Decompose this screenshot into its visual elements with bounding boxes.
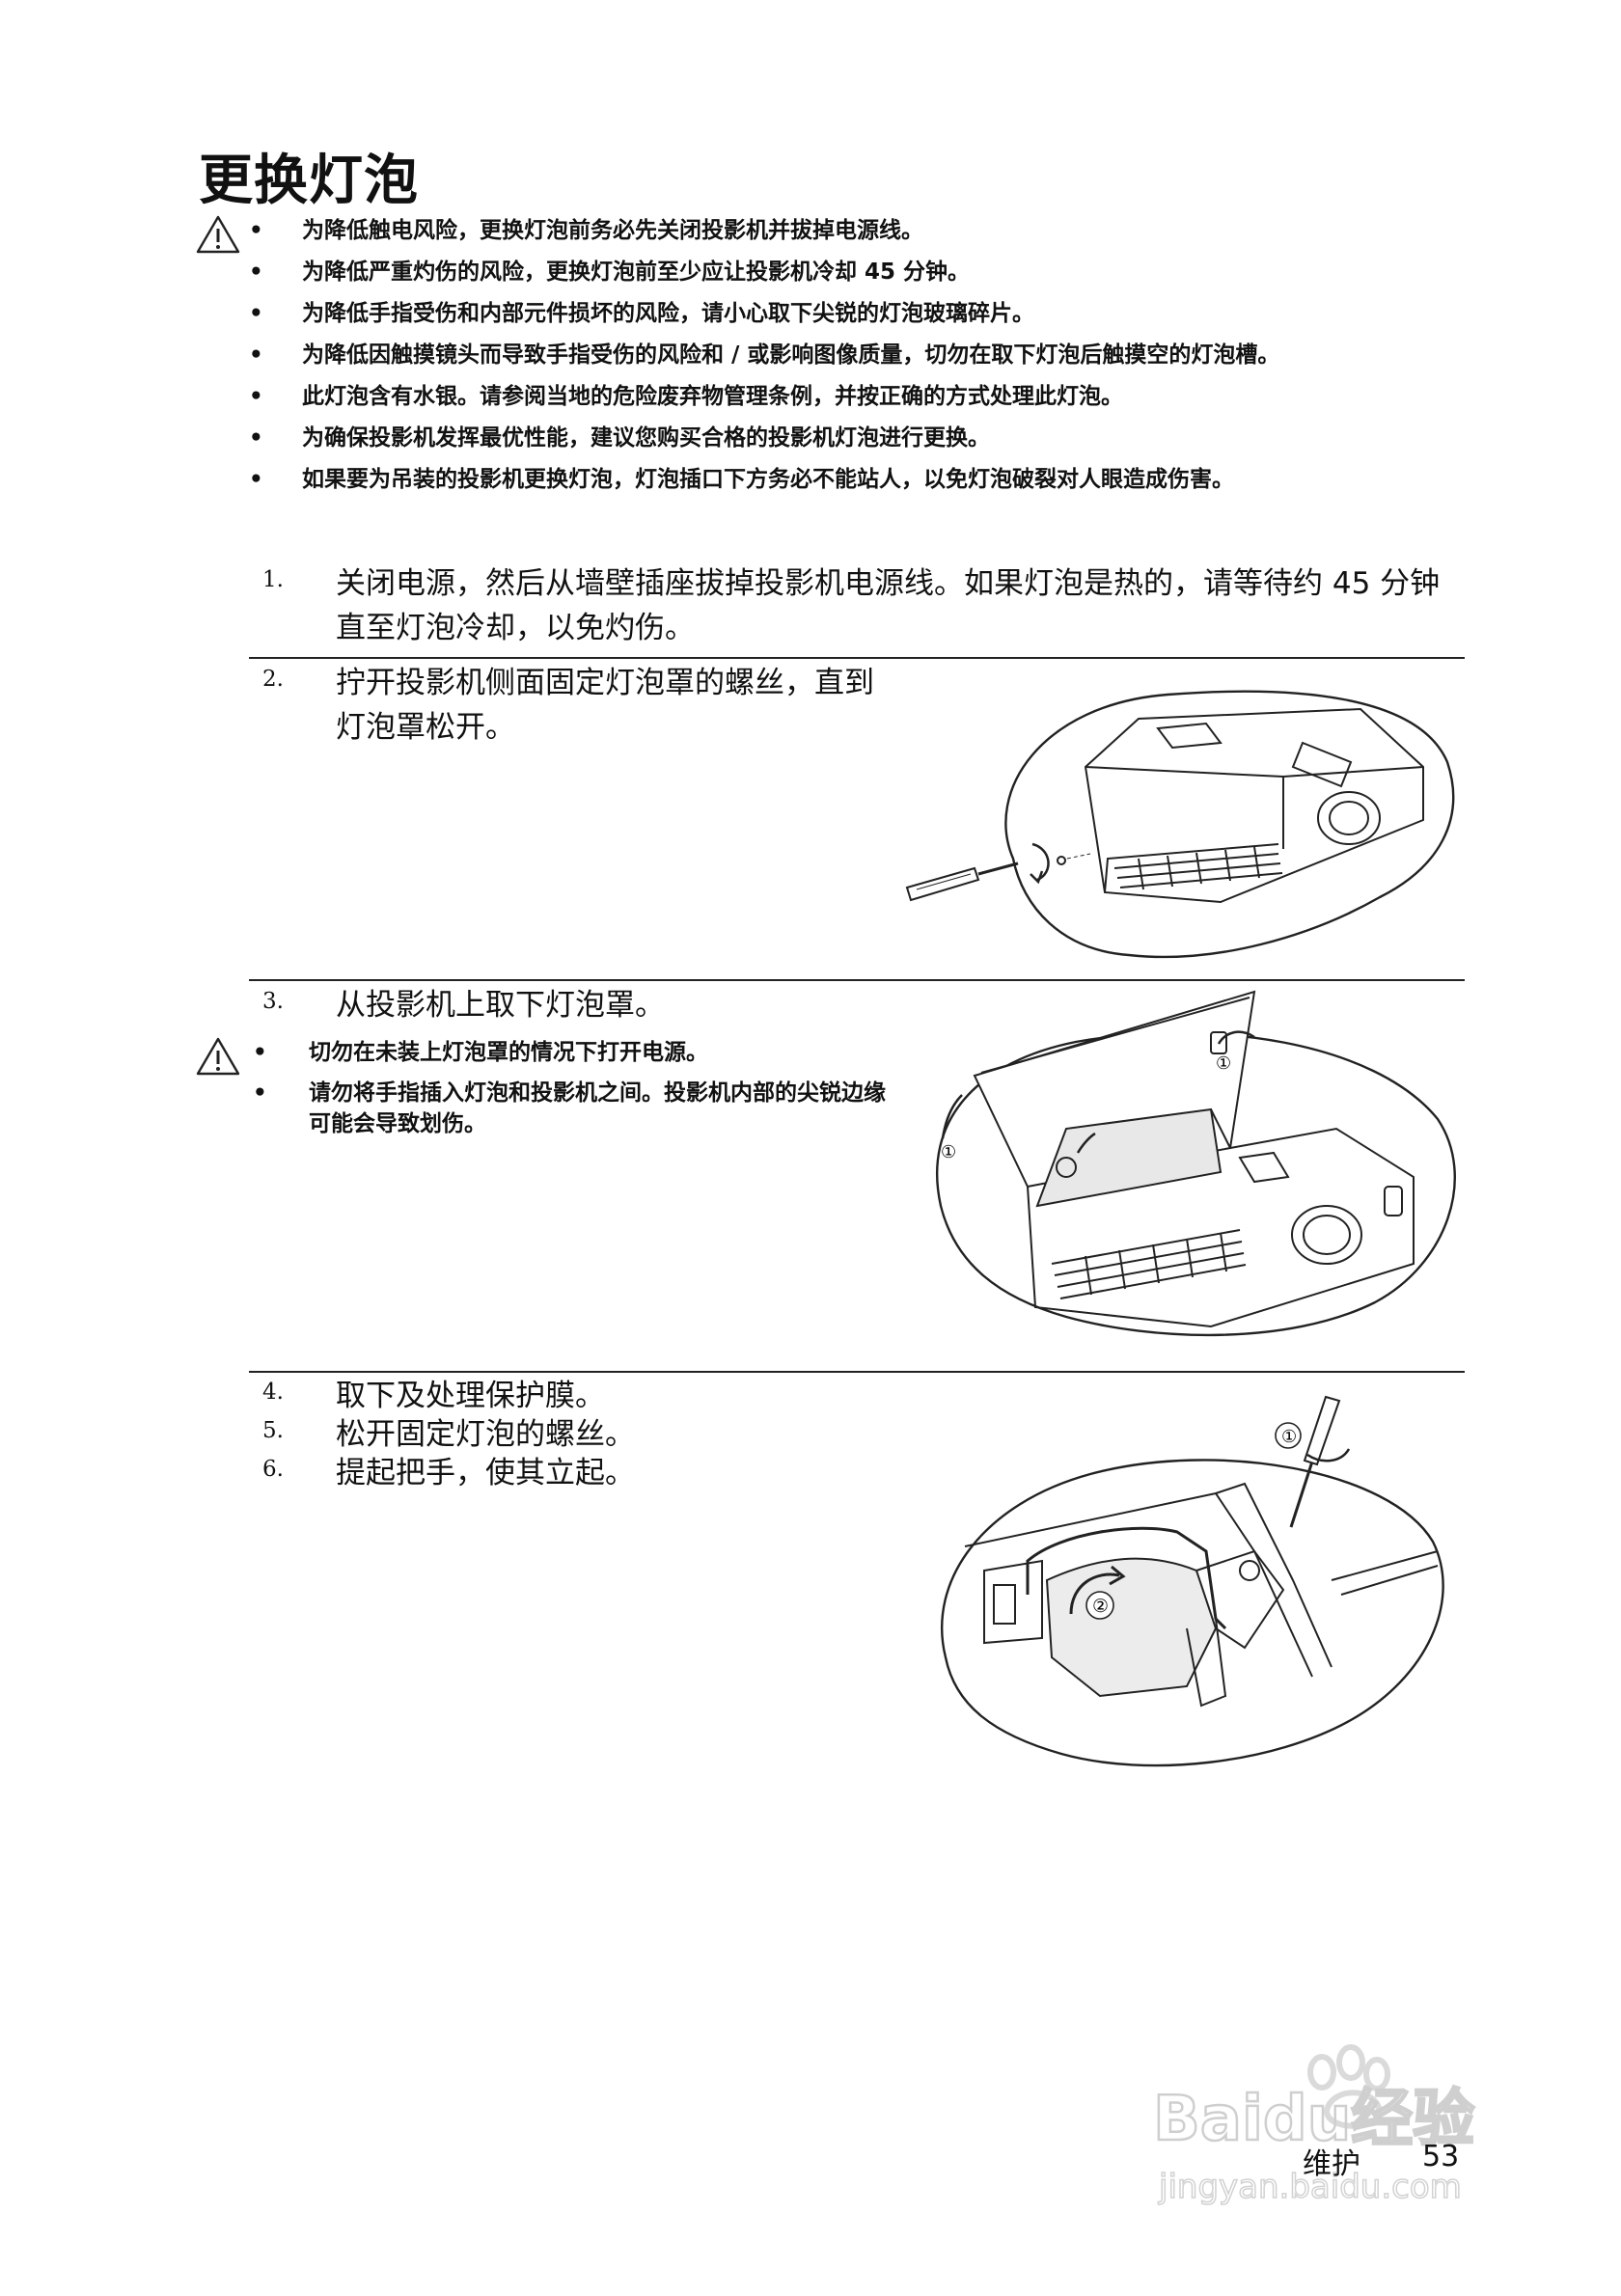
lift-lamp-handle-illustration: ① ② <box>941 1395 1444 1767</box>
step-number: 1. <box>262 567 284 592</box>
warning-item: 为确保投影机发挥最优性能，建议您购买合格的投影机灯泡进行更换。 <box>249 422 1503 454</box>
divider <box>249 657 1465 659</box>
step3-warning-list: 切勿在未装上灯泡罩的情况下打开电源。 请勿将手指插入灯泡和投影机之间。投影机内部… <box>253 1037 890 1149</box>
callout-marker: ① <box>1281 1427 1297 1447</box>
warning-item: 为降低因触摸镜头而导致手指受伤的风险和 / 或影响图像质量，切勿在取下灯泡后触摸… <box>249 339 1503 371</box>
step-text: 从投影机上取下灯泡罩。 <box>336 988 665 1023</box>
warning-item: 请勿将手指插入灯泡和投影机之间。投影机内部的尖锐边缘可能会导致划伤。 <box>253 1078 890 1139</box>
watermark-url: jingyan.baidu.com <box>1158 2168 1462 2206</box>
divider <box>249 1371 1465 1373</box>
step-number: 3. <box>262 989 284 1014</box>
warning-list: 为降低触电风险，更换灯泡前务必先关闭投影机并拔掉电源线。 为降低严重灼伤的风险，… <box>249 214 1503 505</box>
step-number: 5. <box>262 1418 284 1443</box>
watermark-brand: Baidu经验 <box>1153 2084 1474 2155</box>
step-text: 松开固定灯泡的螺丝。 <box>336 1417 635 1452</box>
step-number: 2. <box>262 667 284 692</box>
remove-lamp-cover-illustration: ① ① <box>935 990 1456 1337</box>
callout-marker: ① <box>941 1142 956 1162</box>
callout-marker: ① <box>1216 1053 1231 1074</box>
footer-page-number: 53 <box>1422 2140 1460 2173</box>
step-text: 提起把手，使其立起。 <box>336 1456 635 1490</box>
callout-marker: ② <box>1092 1596 1109 1617</box>
screwdriver-icon <box>905 861 1019 902</box>
step-text: 拧开投影机侧面固定灯泡罩的螺丝，直到灯泡罩松开。 <box>336 666 874 745</box>
warning-item: 如果要为吊装的投影机更换灯泡，灯泡插口下方务必不能站人，以免灯泡破裂对人眼造成伤… <box>249 463 1503 496</box>
page-title: 更换灯泡 <box>199 150 419 212</box>
warning-item: 此灯泡含有水银。请参阅当地的危险废弃物管理条例，并按正确的方式处理此灯泡。 <box>249 380 1503 413</box>
unscrew-lamp-cover-illustration <box>905 690 1455 959</box>
warning-item: 为降低严重灼伤的风险，更换灯泡前至少应让投影机冷却 45 分钟。 <box>249 256 1503 288</box>
footer-section: 维护 <box>1303 2147 1360 2181</box>
warning-triangle-icon <box>196 215 240 254</box>
divider <box>249 979 1465 981</box>
warning-triangle-icon <box>196 1037 240 1076</box>
step-number: 4. <box>262 1380 284 1405</box>
step-number: 6. <box>262 1457 284 1482</box>
step-text: 取下及处理保护膜。 <box>336 1379 605 1413</box>
warning-item: 为降低手指受伤和内部元件损坏的风险，请小心取下尖锐的灯泡玻璃碎片。 <box>249 297 1503 330</box>
warning-item: 切勿在未装上灯泡罩的情况下打开电源。 <box>253 1037 890 1068</box>
baidu-jingyan-watermark: Baidu经验 jingyan.baidu.com <box>1153 2044 1476 2207</box>
step-text: 关闭电源，然后从墙壁插座拔掉投影机电源线。如果灯泡是热的，请等待约 45 分钟直… <box>336 566 1441 645</box>
warning-item: 为降低触电风险，更换灯泡前务必先关闭投影机并拔掉电源线。 <box>249 214 1503 247</box>
screwdriver-icon <box>1289 1395 1341 1528</box>
